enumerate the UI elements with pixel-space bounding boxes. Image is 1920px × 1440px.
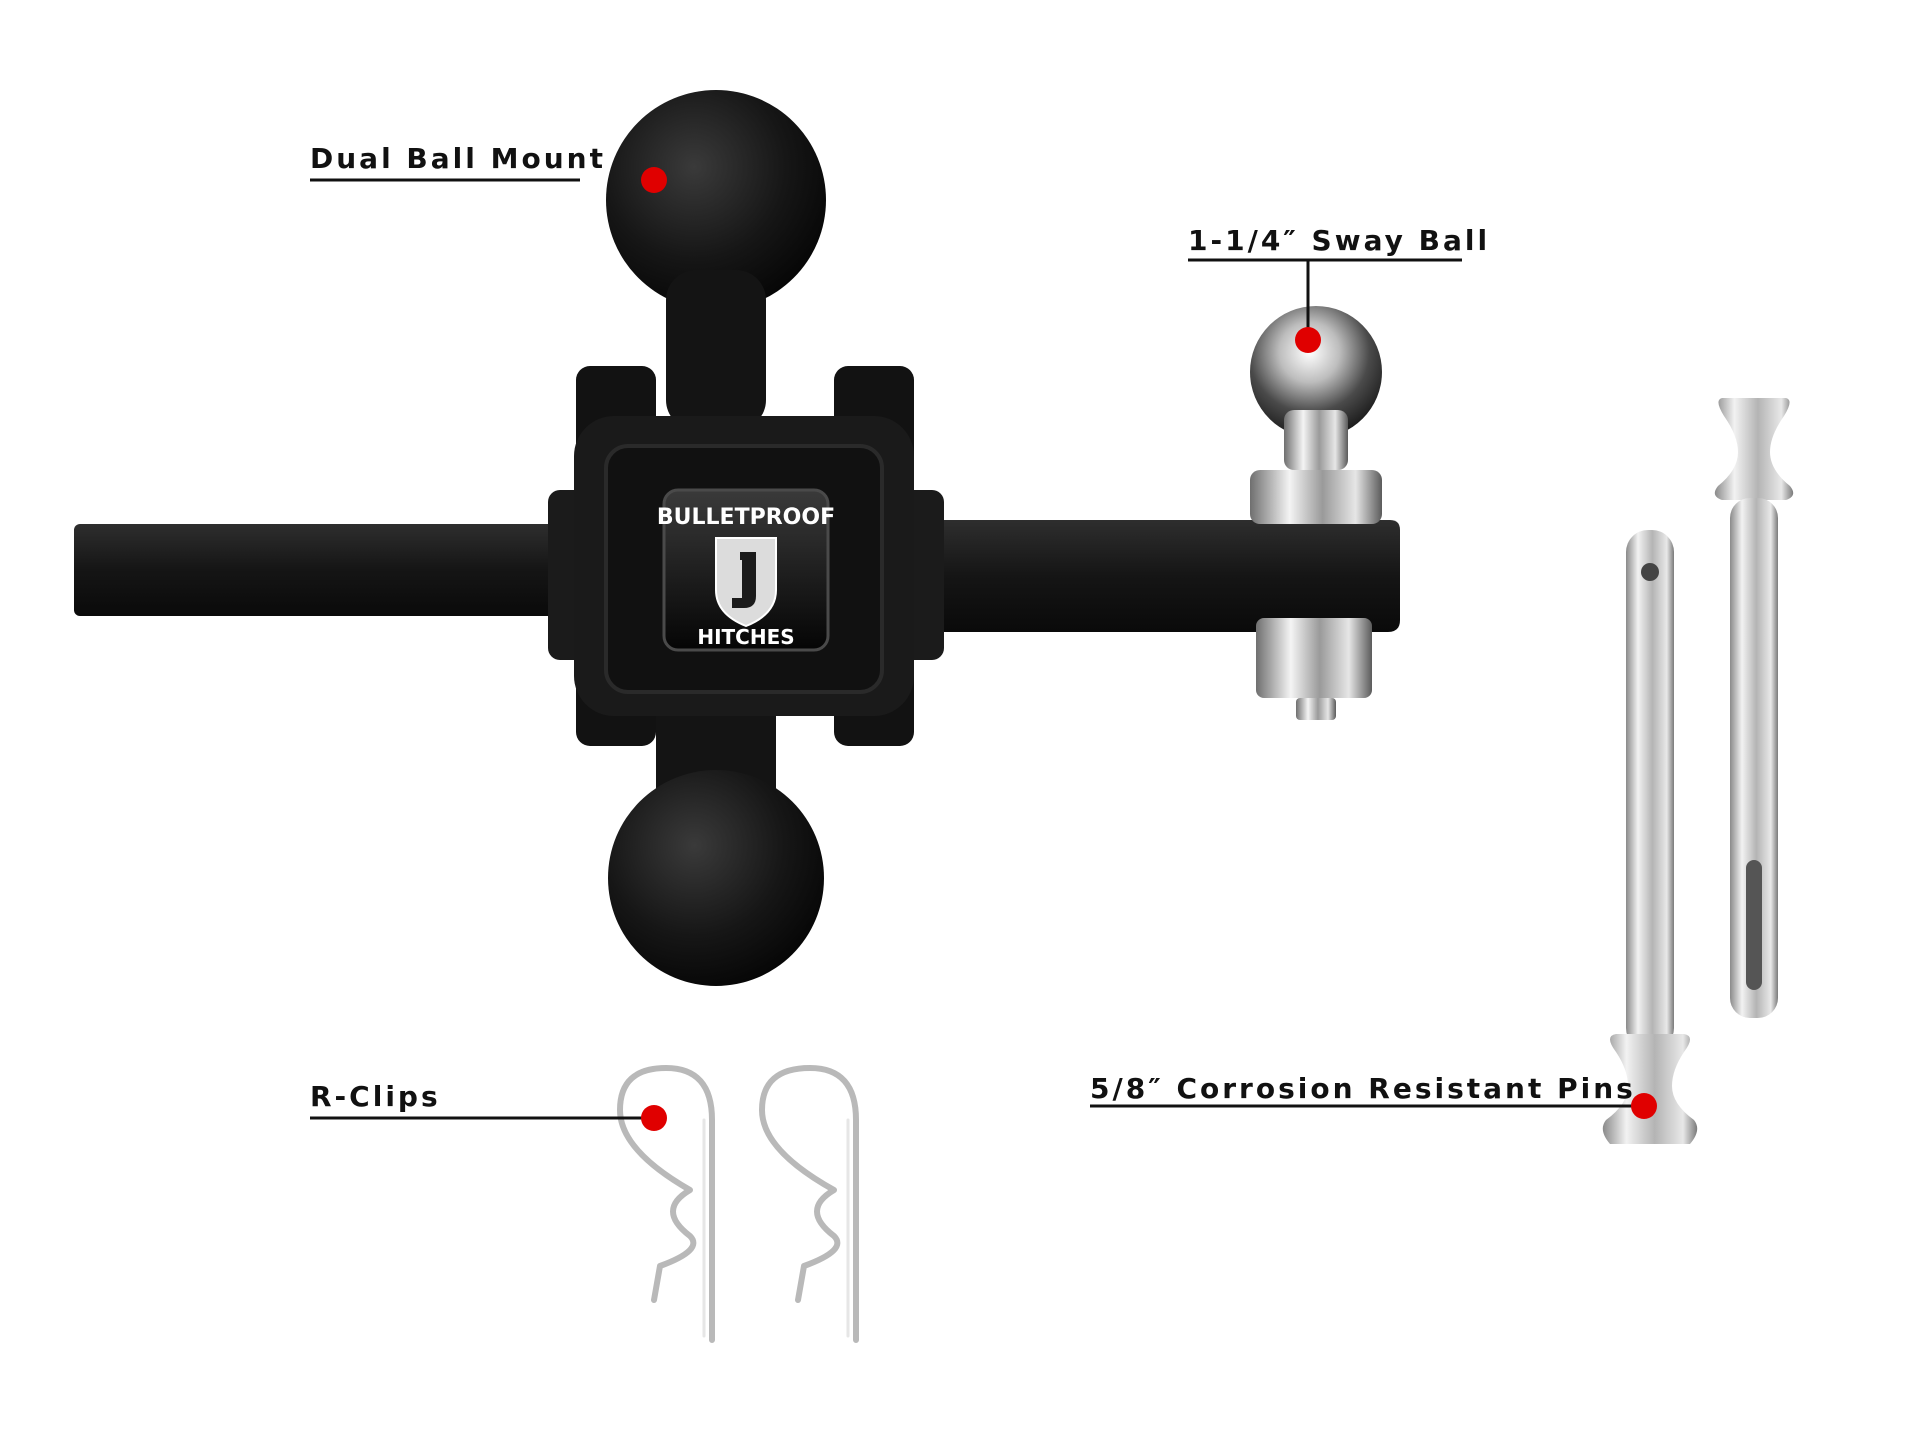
dual-ball-mount-label: Dual Ball Mount [310, 142, 606, 175]
r-clip-right [759, 1065, 859, 1343]
r-clips-label: R-Clips [310, 1080, 441, 1113]
r-clip-left [617, 1065, 715, 1343]
bottom-hitch-ball [608, 770, 824, 986]
sway-ball-label: 1-1/4″ Sway Ball [1188, 224, 1491, 257]
r-clips [617, 1065, 859, 1343]
badge-bottom-text: HITCHES [697, 625, 794, 649]
marker-sway-ball [1295, 327, 1321, 353]
callout-markers [641, 167, 1657, 1131]
pins-label: 5/8″ Corrosion Resistant Pins [1090, 1072, 1636, 1105]
pin-front [1602, 530, 1698, 1144]
callout-leaders [310, 178, 1644, 1120]
badge-top-text: BULLETPROOF [657, 505, 835, 530]
marker-dual-ball [641, 167, 667, 193]
sway-ball [1250, 306, 1382, 438]
top-hitch-ball [606, 90, 826, 310]
shank-bar [74, 524, 574, 616]
brand-badge: BULLETPROOF HITCHES [657, 488, 835, 652]
marker-pins [1631, 1093, 1657, 1119]
hitch-pins [1602, 398, 1794, 1144]
hitch-assembly: BULLETPROOF HITCHES [74, 90, 1400, 986]
sway-ball-assembly [1250, 306, 1382, 720]
sway-arm [900, 520, 1400, 632]
marker-r-clips [641, 1105, 667, 1131]
pin-back [1714, 398, 1794, 1018]
